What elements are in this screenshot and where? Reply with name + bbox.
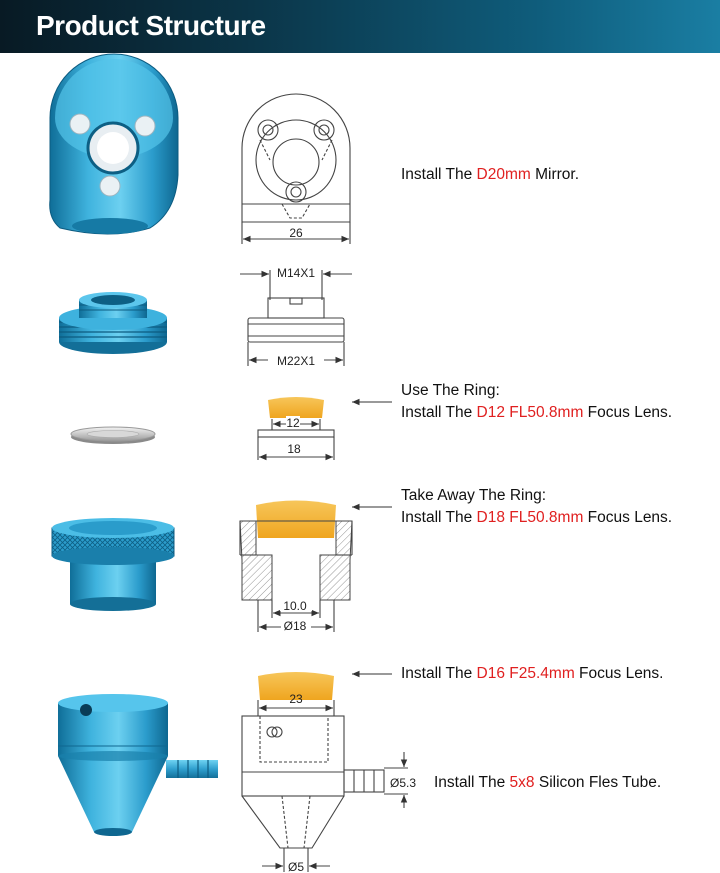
dim-holder-inner: 10.0 xyxy=(283,599,307,613)
caption-arrows xyxy=(352,398,392,678)
dim-tube-diameter: Ø5.3 xyxy=(390,776,416,790)
mirror-mount-drawing xyxy=(241,93,351,244)
lens-ring-drawing xyxy=(257,397,335,461)
header-banner: Product Structure xyxy=(0,0,720,53)
caption-nozzle-lens: Install The D16 F25.4mm Focus Lens. xyxy=(401,665,664,682)
dim-ring-outer: 18 xyxy=(287,442,301,456)
dim-ring-inner: 12 xyxy=(286,416,300,430)
dim-thread-top: M14X1 xyxy=(277,266,315,280)
caption-ring-lens: Use The Ring: Install The D12 FL50.8mm F… xyxy=(401,382,673,421)
dim-mirror-width: 26 xyxy=(289,226,303,240)
nozzle-drawing xyxy=(241,672,408,872)
threaded-adapter-drawing xyxy=(240,270,352,366)
dim-thread-bottom: M22X1 xyxy=(277,354,315,368)
nozzle-photo xyxy=(58,694,218,836)
caption-tube: Install The 5x8 Silicon Fles Tube. xyxy=(434,774,662,791)
dim-holder-outer: Ø18 xyxy=(284,619,307,633)
dim-nozzle-width: 23 xyxy=(289,692,303,706)
dim-nozzle-tip: Ø5 xyxy=(288,860,304,873)
mirror-mount-photo xyxy=(49,53,179,235)
lens-holder-drawing xyxy=(239,500,353,632)
lens-ring-photo xyxy=(70,426,156,444)
threaded-adapter-photo xyxy=(59,292,167,354)
page-title: Product Structure xyxy=(36,10,266,41)
lens-holder-photo xyxy=(51,518,175,611)
caption-mirror: Install The D20mm Mirror. xyxy=(401,166,580,183)
caption-holder-lens: Take Away The Ring: Install The D18 FL50… xyxy=(401,487,673,526)
